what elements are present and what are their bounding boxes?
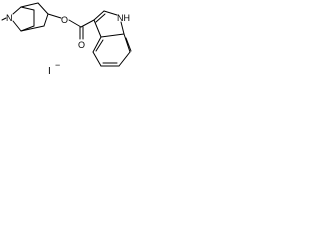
bond-c7-c7-inner [125, 37, 132, 52]
bond-c5-c4 [92, 51, 102, 67]
atom-label-n-tropane: N [6, 13, 13, 23]
bond-o-carbonyl-c [68, 19, 82, 28]
bond-c3-c2-inner [95, 13, 106, 23]
bond-c4-c5 [20, 25, 45, 32]
chemical-structure: N O O NH I − [1, 2, 132, 77]
bond-c7a-c7 [123, 33, 131, 53]
bond-c3-c3a [93, 19, 102, 38]
bond-n-bridgehead-lower [12, 20, 22, 32]
bond-n-methyl [1, 17, 7, 21]
atom-label-o-ester: O [61, 15, 68, 25]
bond-n-bridgehead-upper [12, 6, 22, 15]
bond-c3-c4 [43, 13, 49, 27]
ester-linkage [47, 13, 95, 40]
indole-ring [92, 10, 132, 67]
bond-c2-n1 [103, 10, 118, 16]
tropane-bicycle [1, 2, 49, 32]
bond-c3a-c7a [100, 33, 125, 38]
bond-bridge-c6 [20, 6, 35, 11]
iodide-counterion: I − [48, 60, 60, 77]
bond-c3-o [47, 13, 62, 19]
bond-n1-c7a [120, 21, 125, 35]
bond-c2-c3 [37, 2, 49, 15]
bond-c1-c2 [20, 2, 39, 8]
bond-carbonyl-indole [80, 19, 95, 28]
atom-label-nh-indole: NH [117, 13, 130, 23]
bond-c4-c3a [92, 36, 102, 53]
bond-c3-c2 [93, 10, 105, 21]
bond-c7-c6 [118, 51, 131, 67]
iodide-charge-minus: − [55, 60, 60, 70]
atom-label-iodide: I [48, 66, 51, 77]
atom-label-o-carbonyl: O [78, 40, 85, 50]
bond-c4-c3a-inner [95, 39, 104, 52]
